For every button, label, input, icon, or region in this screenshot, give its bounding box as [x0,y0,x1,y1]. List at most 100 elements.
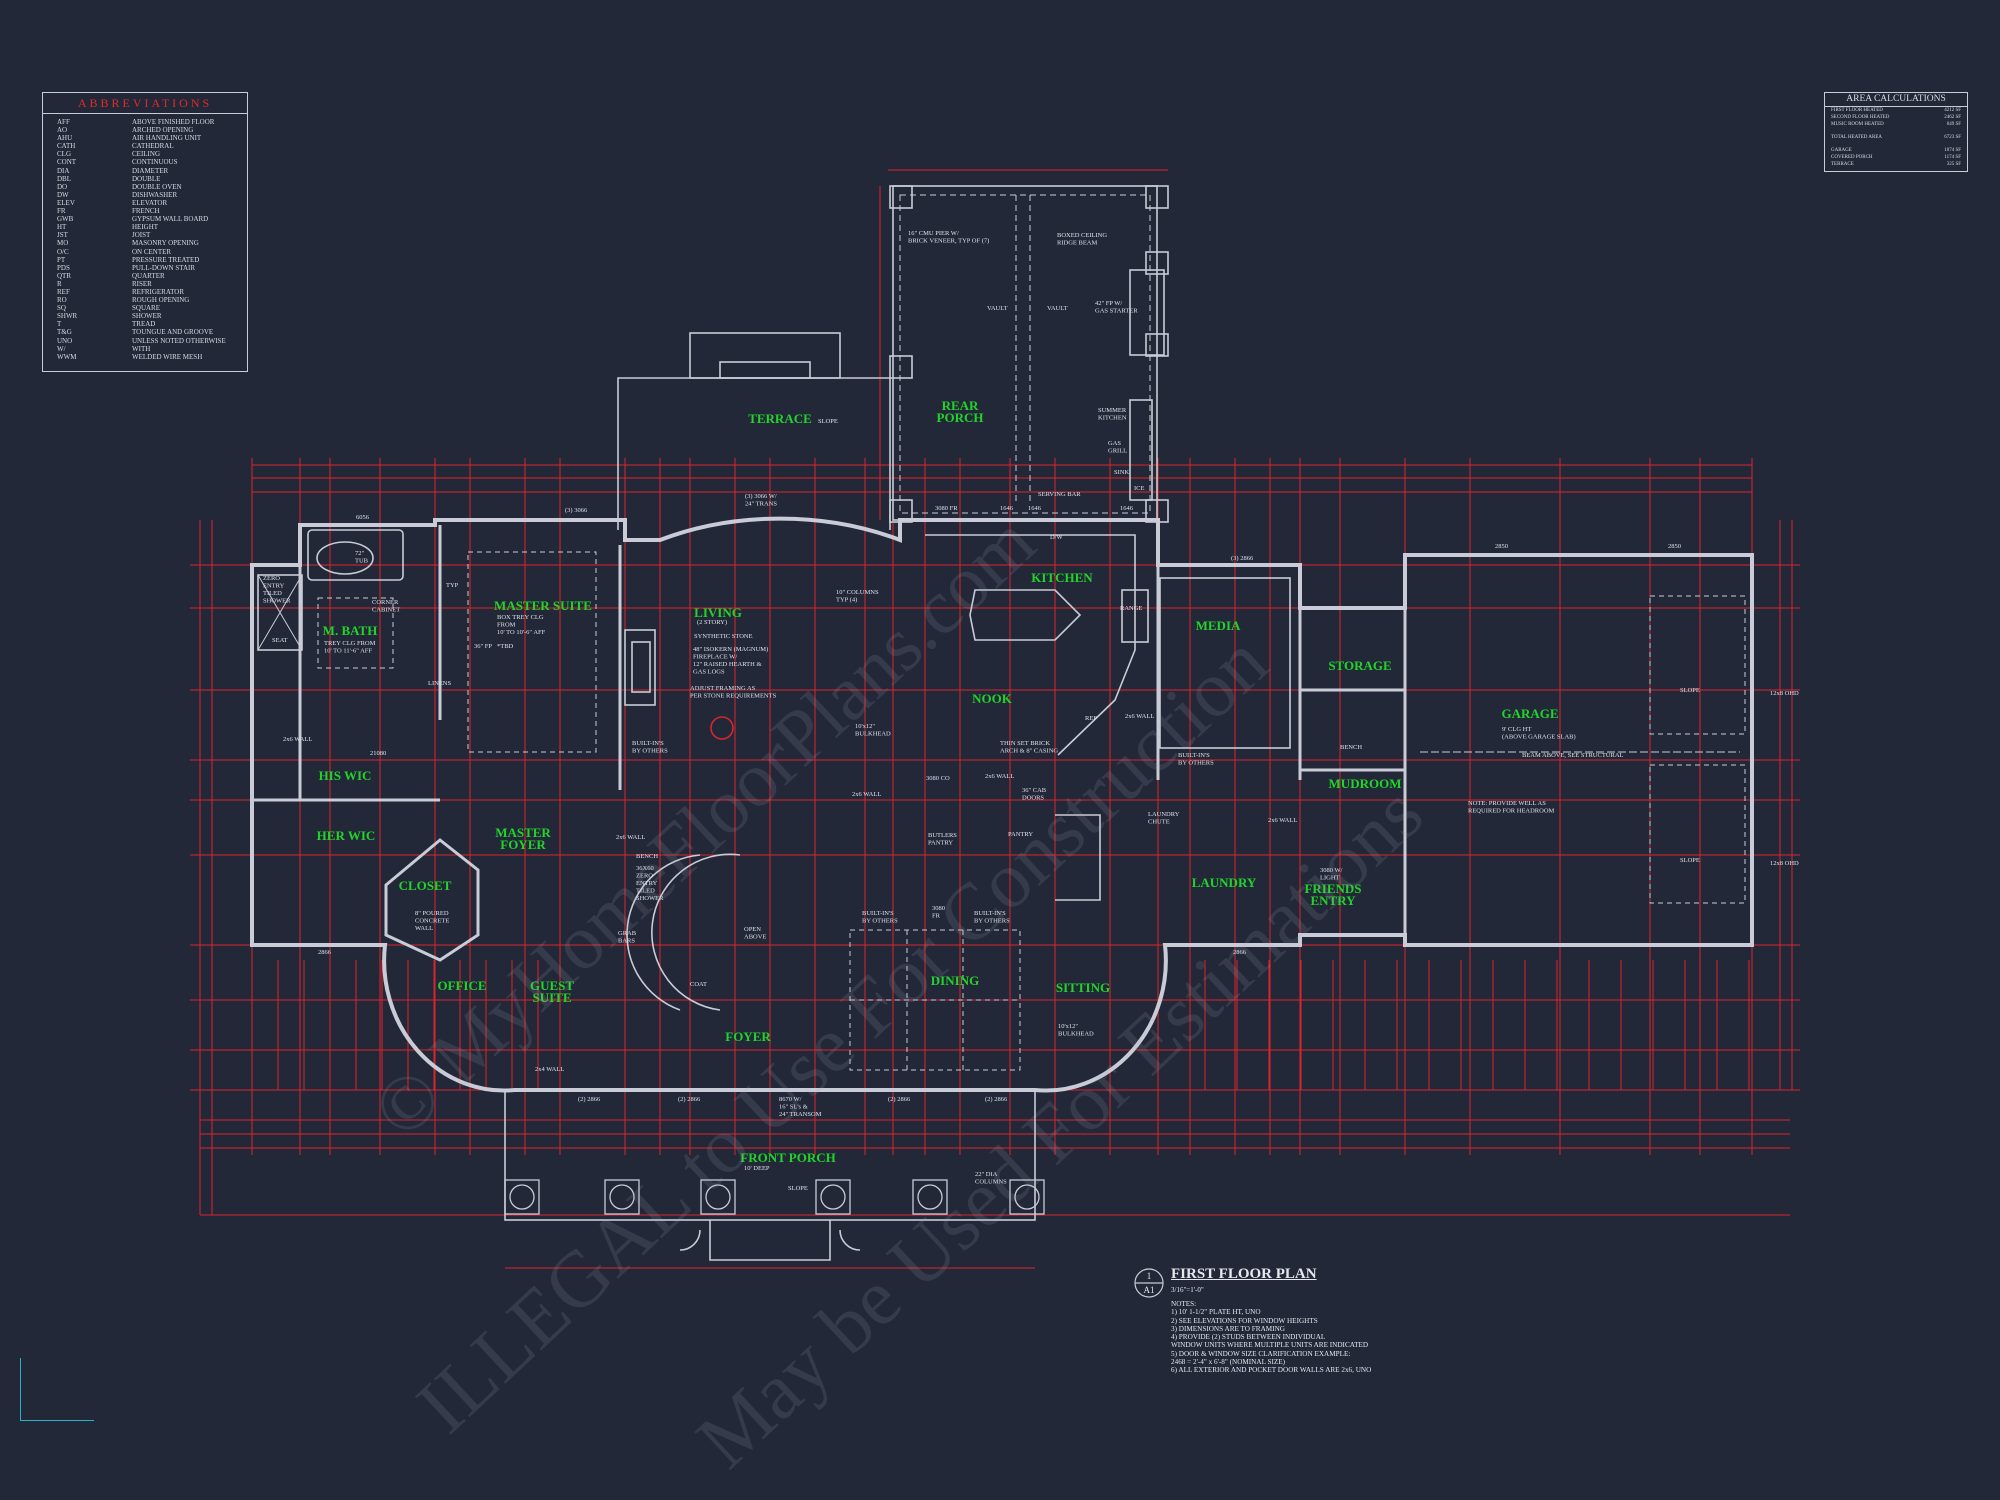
note-living-story: (2 STORY) [697,619,727,626]
abbreviation-meaning: CEILING [132,150,160,159]
abbreviation-code: MO [57,239,69,248]
room-label-storage: STORAGE [1328,658,1391,673]
abbreviation-meaning: ELEVATOR [132,198,168,207]
abbreviation-code: JST [57,231,68,240]
note-sink: SINK [1114,469,1129,476]
step-curve [679,1229,701,1251]
note-serving-bar: SERVING BAR [1038,491,1081,498]
note-bulkhead-living: 10'x12"BULKHEAD [855,723,891,738]
abbreviation-code: DW [57,190,69,199]
abbreviation-code: T&G [57,328,72,337]
media-inner [1159,577,1291,749]
abbreviation-code: PDS [57,263,70,272]
abbreviation-meaning: MASONRY OPENING [132,239,199,248]
area-total-value: 6723 SF [1944,135,1961,140]
note-synthetic-stone: SYNTHETIC STONE [694,633,753,640]
abbreviation-code: DIA [57,166,70,175]
note-ice: ICE [1134,485,1145,492]
abbreviation-meaning: WITH [132,344,151,353]
area-total-label: TOTAL HEATED AREA [1831,135,1882,140]
room-label-dining: DINING [931,973,979,988]
pier [1145,185,1169,209]
note-door-21080: 21080 [370,750,386,757]
note-vault-1: VAULT [987,305,1008,312]
note-coat: COAT [690,981,707,988]
note-window-2866f: 2866 [1233,949,1247,956]
note-wall-2x6-kitchen: 2x6 WALL [1125,713,1154,720]
room-label-m-bath: M. BATH [323,623,378,638]
note-window-2866d: (2) 2866 [985,1096,1008,1103]
abbreviation-code: WWM [57,352,77,361]
note-porch-deep: 10' DEEP [744,1165,770,1172]
general-note: 2468 = 2'-4" x 6'-8" (NOMINAL SIZE) [1171,1358,1286,1367]
area-label: SECOND FLOOR HEATED [1831,115,1890,120]
pier [1145,333,1169,357]
porch-columns [504,1179,1045,1215]
note-door-1646c: 1646 [1120,505,1134,512]
sheet-number: A1 [1144,1285,1155,1295]
abbreviation-row: MO MASONRY OPENING [57,239,247,247]
abbreviation-meaning: UNLESS NOTED OTHERWISE [132,336,226,345]
abbreviation-code: RO [57,296,67,305]
drawing-title-bubble [1134,1268,1164,1298]
note-window-2850a: 2850 [1495,543,1508,550]
abbreviation-meaning: DIAMETER [132,166,169,175]
abbreviation-meaning: AIR HANDLING UNIT [132,134,202,143]
general-note: 3) DIMENSIONS ARE TO FRAMING [1171,1324,1285,1333]
walls [250,185,1754,1261]
porch-column [815,1179,851,1215]
abbreviation-code: R [57,279,62,288]
porch-column [504,1179,540,1215]
note-door-1646b: 1646 [1028,505,1042,512]
fireplace [624,629,656,706]
room-label-laundry: LAUNDRY [1192,875,1257,890]
abbreviation-meaning: REFRIGERATOR [132,287,184,296]
firebox [631,641,651,693]
kitchen-counter [925,534,1136,756]
abbreviation-code: QTR [57,271,71,280]
note-window-2866b: (2) 2866 [678,1096,701,1103]
terrace-steps [689,332,841,379]
car-bay [1649,595,1746,735]
area-total-row: TOTAL HEATED AREA 6723 SF [1825,134,1967,141]
note-slope-terrace: SLOPE [818,418,838,425]
rear-fireplace [1129,269,1165,356]
note-range: RANGE [1120,605,1142,612]
tub-surround [307,529,404,581]
area-value: 1074 SF [1944,148,1961,153]
pier [889,185,913,209]
abbreviation-meaning: DISHWASHER [132,190,178,199]
abbreviation-code: SHWR [57,312,78,321]
note-bench: BENCH [1340,744,1362,751]
note-typ: TYP [446,582,459,589]
pier [1145,251,1169,275]
note-dw: D/W [1050,534,1064,541]
abbreviation-meaning: CATHEDRAL [132,142,174,151]
note-bench-bath: BENCH [636,853,658,860]
general-note: NOTES: [1171,1300,1197,1308]
abbreviations-title: ABBREVIATIONS [43,93,247,114]
abbreviation-code: AO [57,126,68,135]
abbreviation-meaning: TOUNGUE AND GROOVE [132,328,214,337]
area-value: 325 SF [1946,162,1961,167]
note-fireplace-rear: 42" FP W/GAS STARTER [1095,300,1138,315]
abbreviation-meaning: ABOVE FINISHED FLOOR [132,118,215,126]
